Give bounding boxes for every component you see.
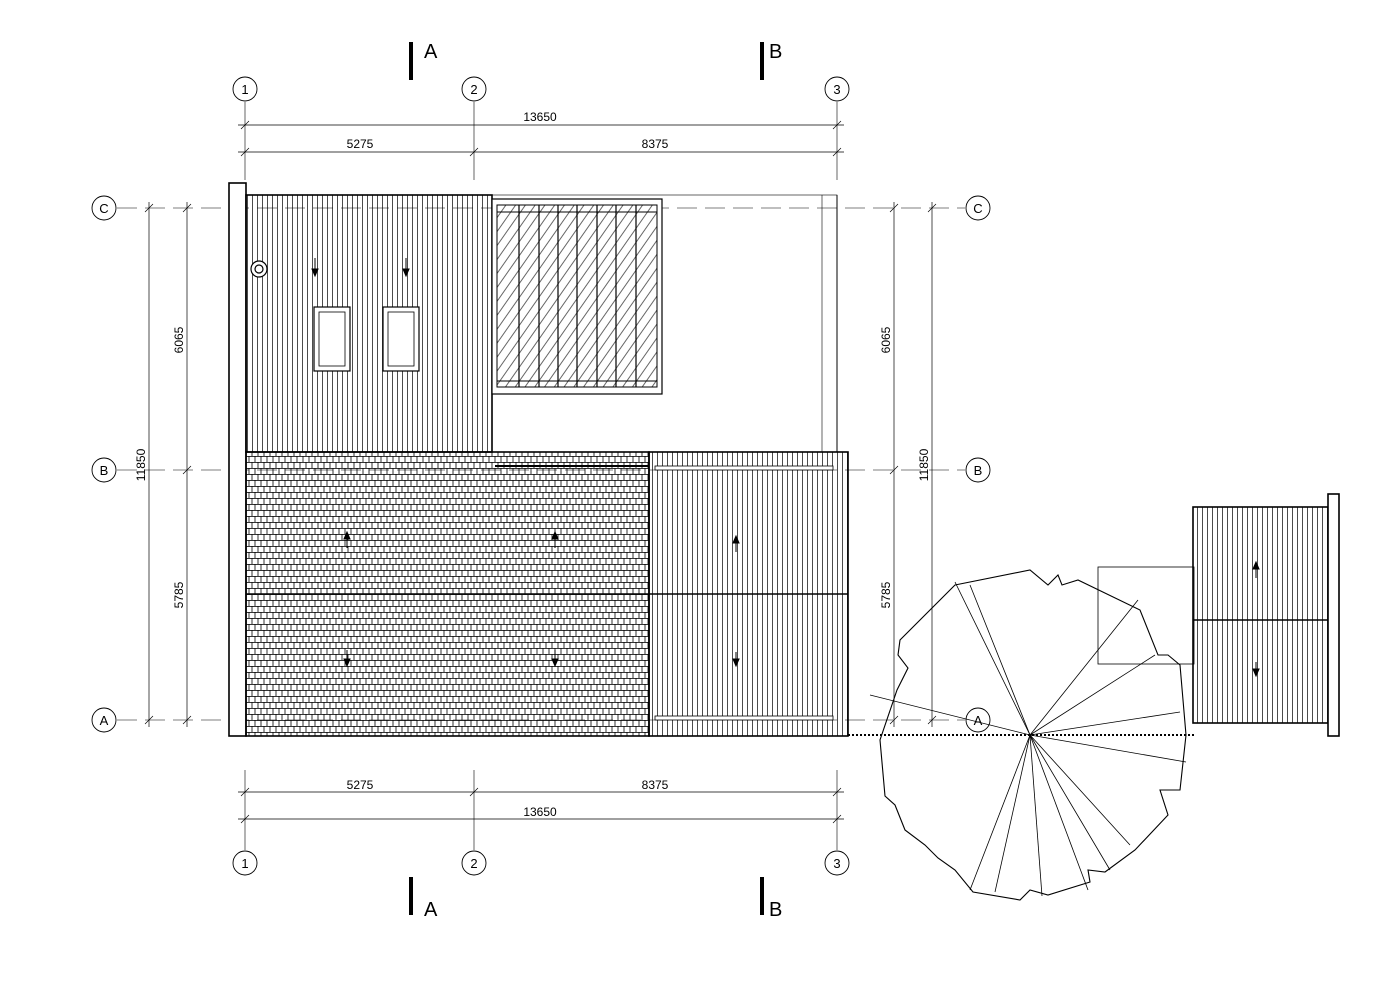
dimension-lines-horizontal	[238, 120, 844, 824]
svg-text:B: B	[769, 899, 782, 921]
roof-upper-left	[245, 194, 493, 453]
svg-text:C: C	[973, 201, 982, 216]
svg-text:B: B	[100, 463, 109, 478]
dim-bottom-left: 5275	[347, 778, 374, 792]
dim-left-total: 11850	[134, 448, 148, 481]
dim-right-upper: 6065	[879, 326, 893, 353]
grid-bubble-a-right: A	[965, 707, 991, 733]
section-marker-a-top: A	[409, 41, 438, 80]
section-marker-b-bottom: B	[760, 877, 782, 921]
dim-right-lower: 5785	[879, 581, 893, 608]
dim-top-total: 13650	[523, 110, 557, 124]
svg-text:B: B	[769, 41, 782, 63]
svg-text:A: A	[424, 899, 438, 921]
pergola	[491, 198, 663, 395]
dim-bottom-total: 13650	[523, 805, 557, 819]
slope-arrow-icon	[311, 258, 410, 278]
grid-bubble-2-bottom: 2	[461, 850, 487, 876]
svg-text:1: 1	[241, 82, 248, 97]
svg-text:2: 2	[470, 856, 477, 871]
grid-col-ticks	[244, 102, 838, 850]
spiral-stair	[869, 566, 1195, 901]
grid-bubble-b-right: B	[965, 457, 991, 483]
dim-left-upper: 6065	[172, 326, 186, 353]
grid-bubble-3-top: 3	[824, 76, 850, 102]
building-outline	[228, 182, 838, 737]
svg-text:1: 1	[241, 856, 248, 871]
dimension-lines-vertical	[144, 202, 937, 727]
roof-tiled	[245, 451, 650, 737]
section-marker-a-bottom: A	[409, 877, 438, 921]
svg-text:A: A	[424, 41, 438, 63]
grid-bubble-2-top: 2	[461, 76, 487, 102]
dim-top-left: 5275	[347, 137, 374, 151]
svg-text:C: C	[99, 201, 108, 216]
dim-left-lower: 5785	[172, 581, 186, 608]
svg-text:B: B	[974, 463, 983, 478]
grid-bubble-3-bottom: 3	[824, 850, 850, 876]
svg-text:2: 2	[470, 82, 477, 97]
grid-bubble-b-left: B	[91, 457, 117, 483]
grid-bubble-a-left: A	[91, 707, 117, 733]
slope-arrow-icon	[1252, 560, 1260, 678]
drain-icon	[250, 260, 268, 278]
slope-arrow-icon	[732, 534, 740, 668]
slope-arrow-icon	[343, 530, 559, 668]
dim-bottom-right: 8375	[642, 778, 669, 792]
dim-right-total: 11850	[917, 448, 931, 481]
grid-bubble-c-right: C	[965, 195, 991, 221]
svg-text:A: A	[100, 713, 109, 728]
grid-bubble-c-left: C	[91, 195, 117, 221]
section-marker-b-top: B	[760, 41, 782, 80]
svg-text:3: 3	[833, 82, 840, 97]
dim-top-right: 8375	[642, 137, 669, 151]
grid-bubble-1-bottom: 1	[232, 850, 258, 876]
grid-bubble-1-top: 1	[232, 76, 258, 102]
svg-text:A: A	[974, 713, 983, 728]
roof-lower-right	[648, 451, 849, 737]
svg-text:3: 3	[833, 856, 840, 871]
side-building	[1192, 493, 1340, 737]
